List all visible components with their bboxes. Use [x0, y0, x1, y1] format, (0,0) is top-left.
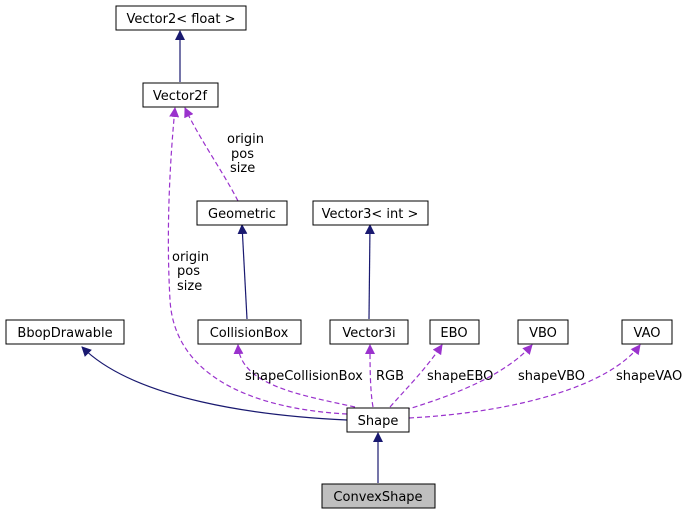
node-vector3-int[interactable]: Vector3< int >: [312, 200, 429, 226]
node-label: BbopDrawable: [17, 326, 112, 341]
node-bbop-drawable[interactable]: BbopDrawable: [5, 319, 125, 345]
node-vbo[interactable]: VBO: [517, 319, 569, 345]
node-vector3i[interactable]: Vector3i: [329, 319, 409, 345]
label-geometric-vector2f-origin: origin: [227, 132, 264, 147]
node-label: Vector2f: [153, 89, 208, 104]
node-label: Shape: [358, 414, 399, 429]
node-geometric[interactable]: Geometric: [196, 200, 288, 226]
edge-shape-uses-vector3i: [365, 344, 376, 408]
label-shape-vao: shapeVAO: [616, 369, 682, 384]
node-label: VBO: [529, 326, 557, 341]
node-label: Vector3i: [342, 326, 395, 341]
edge-shape-uses-vbo: [404, 344, 533, 411]
node-shape[interactable]: Shape: [346, 407, 410, 433]
edge-collisionbox-inherits-geometric: [237, 224, 248, 320]
node-convex-shape[interactable]: ConvexShape: [321, 483, 436, 509]
label-shape-collision-box: shapeCollisionBox: [245, 369, 363, 384]
label-shape-vector2f-pos: pos: [177, 264, 200, 279]
node-vector2f[interactable]: Vector2f: [142, 82, 219, 108]
node-label: Vector2< float >: [127, 12, 236, 27]
edge-shape-uses-ebo: [389, 344, 443, 408]
edge-shape-inherits-bbopdrawable: [81, 346, 348, 421]
node-label: EBO: [440, 326, 467, 341]
label-geometric-vector2f-pos: pos: [231, 147, 254, 162]
node-vao[interactable]: VAO: [621, 319, 673, 345]
label-rgb: RGB: [376, 369, 404, 384]
node-vector2-float[interactable]: Vector2< float >: [115, 5, 247, 31]
node-label: CollisionBox: [210, 326, 289, 341]
label-shape-ebo: shapeEBO: [427, 369, 493, 384]
node-label: Geometric: [208, 207, 276, 222]
label-shape-vector2f-size: size: [177, 279, 202, 294]
node-ebo[interactable]: EBO: [429, 319, 480, 345]
label-geometric-vector2f-size: size: [230, 161, 255, 176]
label-shape-vector2f-origin: origin: [172, 250, 209, 265]
edge-shape-uses-collisionbox: [233, 344, 356, 408]
edge-geometric-uses-vector2f: [184, 107, 239, 202]
edge-vector3i-inherits-vector3-int: [364, 224, 375, 320]
node-label: Vector3< int >: [322, 207, 419, 222]
edge-shape-uses-vector2f: [167, 107, 348, 415]
node-label: VAO: [634, 326, 661, 341]
node-label: ConvexShape: [333, 490, 422, 505]
node-collision-box[interactable]: CollisionBox: [197, 319, 302, 345]
label-shape-vbo: shapeVBO: [518, 369, 585, 384]
edge-shape-uses-vao: [408, 344, 641, 419]
